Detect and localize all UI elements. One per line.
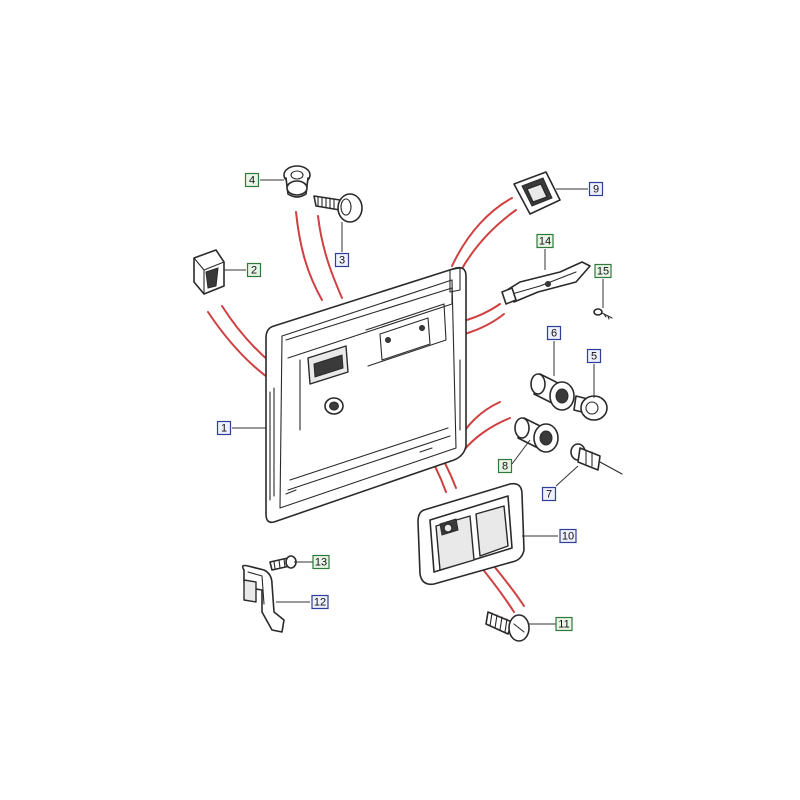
small-screw bbox=[593, 308, 613, 320]
callout-number: 2 bbox=[251, 265, 257, 277]
callout-box bbox=[246, 262, 262, 278]
callout-number: 14 bbox=[539, 236, 551, 248]
trim-panel-tab bbox=[449, 267, 461, 293]
callout-box bbox=[594, 263, 612, 279]
callout-7-push-pin: 7 bbox=[541, 486, 557, 502]
bush-sleeve bbox=[530, 373, 575, 411]
callout-box bbox=[586, 348, 602, 364]
trim-panel-outline bbox=[265, 266, 467, 524]
indicator-line bbox=[463, 417, 511, 451]
callout-box bbox=[497, 458, 513, 474]
callout-leader-lines bbox=[224, 179, 604, 625]
trim-panel-slot bbox=[285, 489, 297, 495]
callout-box bbox=[536, 233, 554, 249]
push-rivet-head bbox=[337, 193, 363, 223]
callout-box bbox=[559, 528, 577, 544]
callout-box bbox=[334, 252, 350, 268]
lock-recess bbox=[379, 317, 431, 361]
callout-box bbox=[588, 181, 604, 197]
lock-bezel bbox=[513, 171, 561, 215]
lock-recess-inner bbox=[365, 303, 447, 367]
indicator-line bbox=[295, 211, 323, 301]
callout-number: 13 bbox=[315, 557, 327, 569]
trim-panel-pocket-line bbox=[287, 435, 451, 491]
pull-handle bbox=[501, 261, 591, 305]
callout-number: 12 bbox=[314, 597, 326, 609]
callout-number: 7 bbox=[546, 489, 552, 501]
callout-number: 1 bbox=[221, 423, 227, 435]
callout-box bbox=[216, 420, 232, 436]
push-rivet bbox=[313, 193, 363, 223]
callout-number: 9 bbox=[593, 184, 599, 196]
callout-13-bolt: 13 bbox=[312, 554, 330, 570]
lock-bezel-inner bbox=[526, 183, 548, 203]
trim-panel-pocket-line bbox=[289, 427, 449, 481]
callout-8-bush-collar: 8 bbox=[497, 458, 513, 474]
trim-panel-slot bbox=[419, 447, 433, 453]
callout-box bbox=[311, 594, 329, 610]
callout-4-grommet: 4 bbox=[244, 172, 260, 188]
lock-recess-hole bbox=[385, 337, 391, 343]
push-pin bbox=[570, 443, 623, 475]
indicator-line bbox=[459, 209, 517, 273]
callout-box bbox=[555, 616, 573, 632]
door-trim-panel bbox=[265, 266, 467, 524]
bush-collar bbox=[514, 417, 559, 453]
bracket bbox=[241, 564, 285, 633]
callout-number: 5 bbox=[591, 351, 597, 363]
callout-number: 11 bbox=[558, 619, 569, 631]
trim-panel-inner-edge bbox=[279, 279, 457, 509]
callout-9-lock-bezel: 9 bbox=[588, 181, 604, 197]
callout-number: 6 bbox=[551, 328, 557, 340]
fastener-clip-slot bbox=[205, 267, 219, 289]
callout-number: 8 bbox=[502, 461, 508, 473]
pull-handle-end bbox=[501, 287, 517, 305]
callout-box bbox=[541, 486, 557, 502]
callout-11-screw: 11 bbox=[555, 616, 573, 632]
fastener-clip bbox=[193, 249, 225, 295]
trim-panel-upper-ledge bbox=[285, 287, 453, 359]
indicator-line bbox=[451, 197, 513, 267]
callout-3-push-rivet: 3 bbox=[334, 252, 350, 268]
callout-number: 4 bbox=[249, 175, 255, 187]
callout-5-plug-cap: 5 bbox=[586, 348, 602, 364]
callout-6-bush-sleeve: 6 bbox=[546, 325, 562, 341]
callout-number: 10 bbox=[562, 531, 574, 543]
callout-12-bracket: 12 bbox=[311, 594, 329, 610]
callout-10-handle-bezel: 10 bbox=[559, 528, 577, 544]
callout-box bbox=[312, 554, 330, 570]
callout-14-pull-handle: 14 bbox=[536, 233, 554, 249]
grommet bbox=[283, 165, 311, 198]
callout-box bbox=[244, 172, 260, 188]
handle-recess-shadow bbox=[313, 354, 344, 378]
trim-panel-grommet-center bbox=[329, 401, 339, 411]
bolt bbox=[269, 555, 297, 571]
callout-box bbox=[546, 325, 562, 341]
callout-2-fastener-clip: 2 bbox=[246, 262, 262, 278]
handle-bezel-right-pocket bbox=[475, 505, 509, 557]
callout-15-small-screw: 15 bbox=[594, 263, 612, 279]
handle-bezel bbox=[417, 482, 525, 586]
callout-number: 3 bbox=[339, 255, 345, 267]
callout-number: 15 bbox=[597, 266, 609, 278]
callout-1-door-trim-panel: 1 bbox=[216, 420, 232, 436]
lock-recess-hole bbox=[419, 325, 425, 331]
screw bbox=[485, 611, 530, 642]
indicator-line bbox=[317, 215, 343, 299]
plug-cap bbox=[573, 395, 608, 421]
